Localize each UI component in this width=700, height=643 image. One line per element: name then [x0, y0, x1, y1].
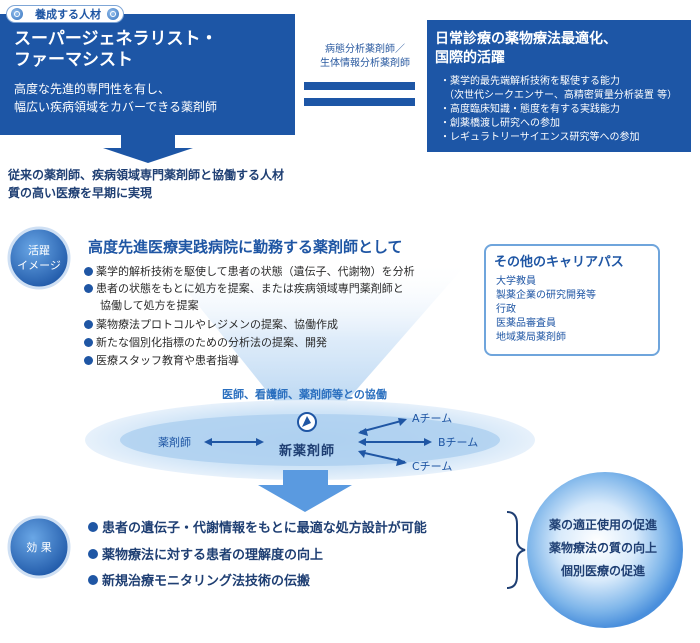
- collaboration-label: 医師、看護師、薬剤師等との協働: [222, 388, 387, 401]
- inner-ellipse: [120, 414, 500, 466]
- team-a: Aチーム: [412, 412, 453, 425]
- bullet-icon: [88, 549, 98, 559]
- goal-title-line2: 国際的活躍: [435, 50, 505, 66]
- cooperation-line1: 従来の薬剤師、疾病領域専門薬剤師と協働する人材: [8, 168, 285, 182]
- team-c: Cチーム: [412, 460, 453, 473]
- activity-item-text: 患者の状態をもとに処方を提案、または疾病領域専門薬剤師と: [96, 282, 404, 295]
- connector-bar-top: [304, 82, 415, 90]
- effect-item-text: 患者の遺伝子・代謝情報をもとに最適な処方設計が可能: [102, 521, 427, 536]
- career-item: 地域薬局薬剤師: [496, 332, 566, 343]
- outcome-item: 薬物療法の質の向上: [548, 541, 657, 555]
- bullet-icon: [84, 356, 93, 365]
- connector-label-line1: 病態分析薬剤師／: [325, 44, 405, 55]
- activity-item: 患者の状態をもとに処方を提案、または疾病領域専門薬剤師と: [84, 280, 404, 296]
- activity-item-text: 薬学的解析技術を駆使して患者の状態（遺伝子、代謝物）を分析: [96, 265, 415, 278]
- down-arrow-1: [103, 135, 193, 163]
- bullet-icon: [88, 575, 98, 585]
- goal-title-line1: 日常診療の薬物療法最適化、: [435, 31, 617, 47]
- bullet-icon: [84, 320, 93, 329]
- goal-bullet: ・高度臨床知識・態度を有する実践能力: [440, 104, 620, 115]
- goal-bullet: ・薬学的最先端解析技術を駆使する能力: [440, 76, 620, 87]
- activity-label-line1: 活躍: [28, 244, 50, 257]
- career-item: 製薬企業の研究開発等: [496, 290, 596, 301]
- right-brace: [506, 511, 526, 589]
- activity-heading: 高度先進医療実践病院に勤務する薬剤師として: [88, 238, 403, 256]
- goal-bullet: （次世代シークエンサー、高精密質量分析装置 等）: [444, 90, 678, 101]
- effect-label: 効 果: [26, 541, 52, 554]
- activity-label: 活躍 イメージ: [9, 243, 69, 273]
- talent-desc-line1: 高度な先進的専門性を有し、: [14, 82, 171, 96]
- activity-item: 医療スタッフ教育や患者指導: [84, 352, 239, 368]
- outcome-circle: [527, 472, 683, 628]
- bullet-icon: [84, 284, 93, 293]
- bullet-icon: [84, 338, 93, 347]
- activity-item: 新たな個別化指標のための分析法の提案、開発: [84, 334, 327, 350]
- activity-item: 薬物療法プロトコルやレジメンの提案、協働作成: [84, 316, 338, 332]
- tag-right-icon: [107, 8, 119, 20]
- goal-bullet: ・レギュラトリーサイエンス研究等への参加: [440, 132, 640, 143]
- goal-bullet: ・創薬橋渡し研究への参加: [440, 118, 560, 129]
- activity-label-circle: [7, 226, 71, 290]
- effect-item: 薬物療法に対する患者の理解度の向上: [88, 544, 323, 563]
- career-box: [484, 244, 660, 356]
- connector-label-line2: 生体情報分析薬剤師: [320, 58, 410, 69]
- effect-label-circle: [7, 515, 71, 579]
- effect-item-text: 薬物療法に対する患者の理解度の向上: [102, 548, 324, 563]
- talent-tag: 養成する人材: [6, 5, 124, 23]
- effect-item: 新規治療モニタリング法技術の伝搬: [88, 570, 310, 589]
- bullet-icon: [88, 522, 98, 532]
- activity-item-text: 新たな個別化指標のための分析法の提案、開発: [96, 336, 327, 349]
- goal-box: [427, 20, 691, 152]
- down-arrow-2: [258, 470, 352, 512]
- career-item: 行政: [496, 304, 516, 315]
- career-title: その他のキャリアパス: [494, 255, 624, 270]
- activity-label-line2: イメージ: [17, 259, 61, 272]
- new-pharmacist-node: 新薬剤師: [279, 444, 336, 459]
- cooperation-line2: 質の高い医療を早期に実現: [8, 186, 153, 200]
- outcome-item: 薬の適正使用の促進: [548, 518, 657, 532]
- connector-bar-bottom: [304, 98, 415, 106]
- pharmacist-node: 薬剤師: [158, 436, 191, 449]
- talent-desc-line2: 幅広い疾病領域をカバーできる薬剤師: [14, 100, 218, 114]
- tag-label: 養成する人材: [35, 8, 101, 21]
- activity-item-text: 医療スタッフ教育や患者指導: [96, 354, 239, 367]
- outcome-item: 個別医療の促進: [560, 564, 645, 578]
- effect-item-text: 新規治療モニタリング法技術の伝搬: [102, 574, 311, 589]
- talent-title-line1: スーパージェネラリスト・: [14, 29, 218, 49]
- talent-title-line2: ファーマシスト: [14, 50, 133, 70]
- career-item: 大学教員: [496, 276, 536, 287]
- activity-item: 薬学的解析技術を駆使して患者の状態（遺伝子、代謝物）を分析: [84, 263, 415, 279]
- bullet-icon: [84, 267, 93, 276]
- career-item: 医薬品審査員: [496, 318, 556, 329]
- funnel-shape: [170, 260, 470, 420]
- activity-item-continued: 協働して処方を提案: [100, 299, 199, 312]
- tag-left-icon: [11, 8, 23, 20]
- team-b: Bチーム: [438, 436, 479, 449]
- activity-item-text: 薬物療法プロトコルやレジメンの提案、協働作成: [96, 318, 338, 331]
- talent-box: [0, 14, 295, 135]
- effect-item: 患者の遺伝子・代謝情報をもとに最適な処方設計が可能: [88, 517, 427, 536]
